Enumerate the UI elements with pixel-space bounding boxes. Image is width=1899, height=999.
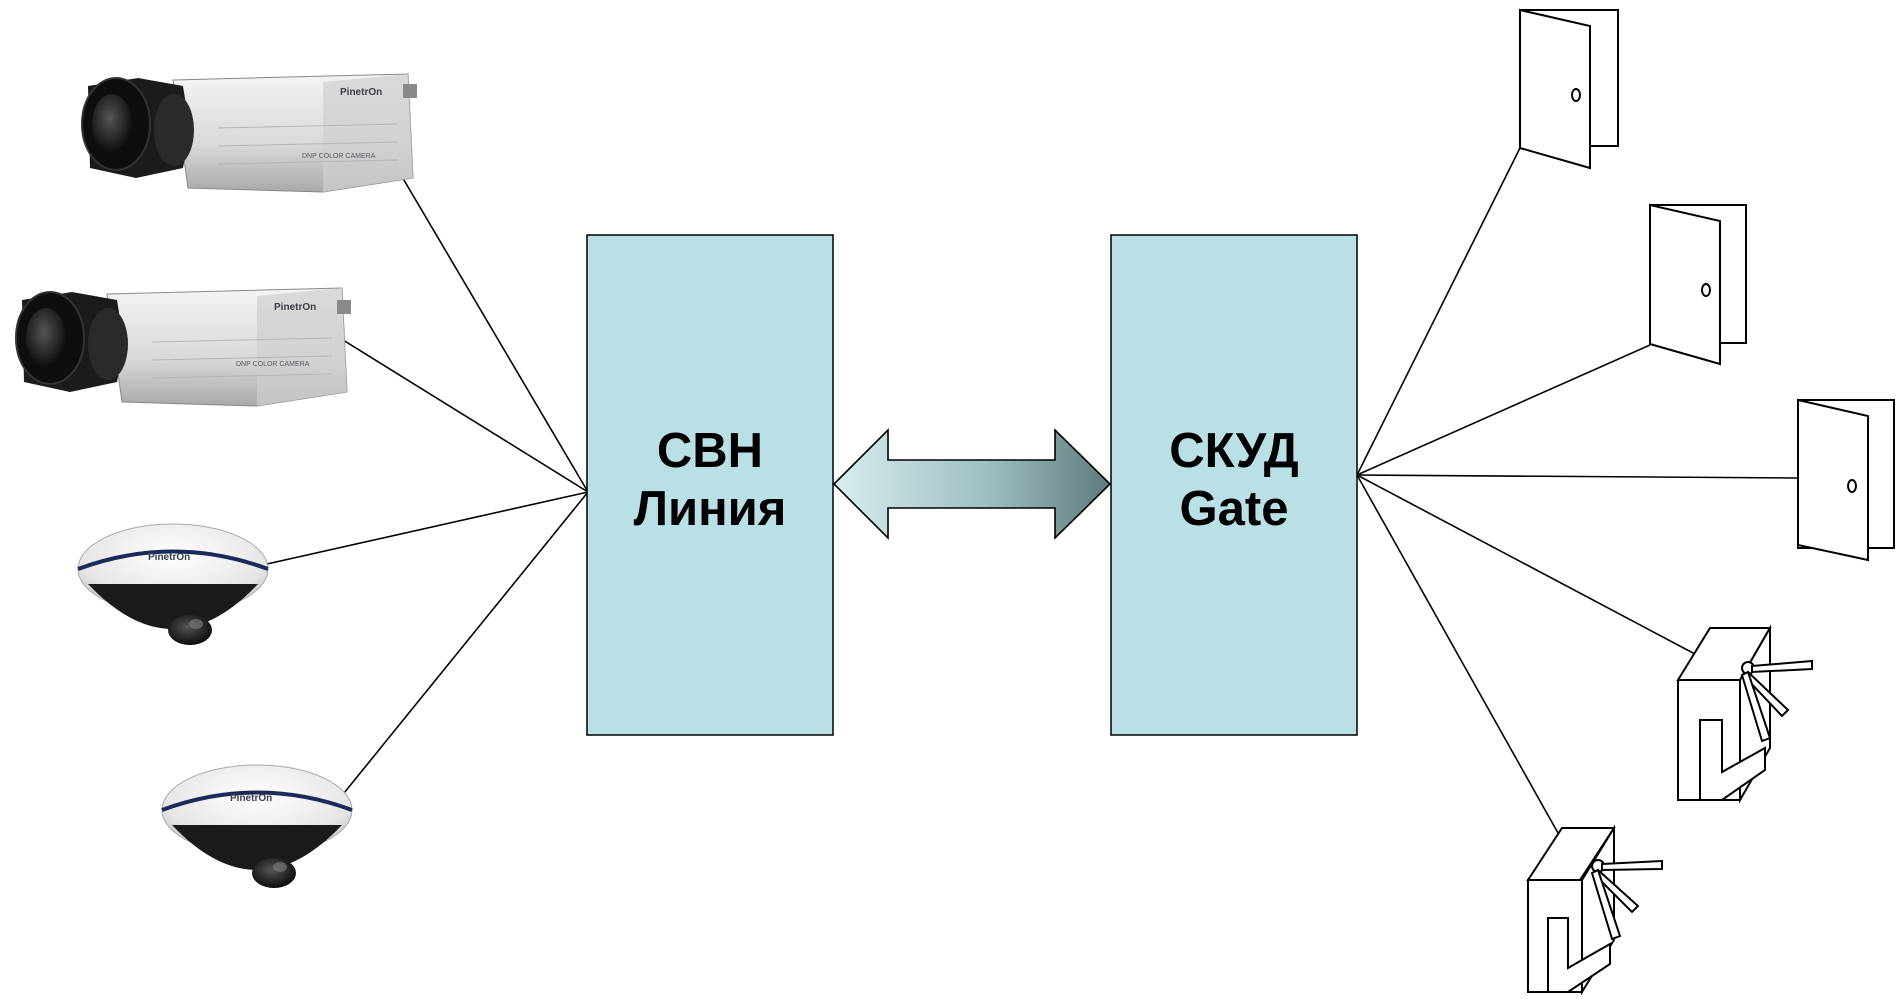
- dome-camera: PinetrOn: [77, 523, 269, 645]
- camera-brand: PinetrOn: [274, 302, 316, 313]
- skud-subtitle: Gate: [1179, 482, 1289, 536]
- svn-block: [586, 234, 834, 736]
- dome-camera: PinetrOn: [161, 764, 353, 888]
- box-camera: PinetrOn DNP COLOR CAMERA: [15, 287, 351, 407]
- connector-line: [339, 491, 589, 799]
- skud-block-label: СКУД Gate: [1111, 422, 1357, 538]
- camera-model: DNP COLOR CAMERA: [236, 361, 310, 368]
- connector-line: [1356, 474, 1799, 479]
- connector-line: [387, 152, 589, 493]
- camera-brand: PinetrOn: [340, 87, 382, 98]
- skud-block: [1110, 234, 1358, 736]
- skud-title: СКУД: [1169, 424, 1299, 478]
- svn-block-label: СВН Линия: [587, 422, 833, 538]
- box-camera: PinetrOn DNP COLOR CAMERA: [81, 73, 417, 193]
- svn-title: СВН: [656, 424, 764, 478]
- connector-line: [1356, 474, 1559, 834]
- camera-brand: PinetrOn: [148, 552, 190, 563]
- svn-subtitle: Линия: [633, 482, 787, 536]
- access-connections: [1356, 147, 1799, 834]
- camera-model: DNP COLOR CAMERA: [302, 153, 376, 160]
- camera-connections: [257, 152, 589, 799]
- bidirectional-arrow: [832, 428, 1112, 540]
- connector-line: [1356, 147, 1521, 476]
- door-icon: [1797, 398, 1895, 562]
- turnstile-icon: [1526, 824, 1663, 996]
- door-icon: [1519, 8, 1619, 170]
- connector-line: [257, 491, 589, 567]
- door-icon: [1649, 203, 1747, 366]
- camera-brand: PinetrOn: [230, 793, 272, 804]
- connector-line: [1356, 474, 1711, 663]
- connector-line: [342, 339, 589, 493]
- turnstile-icon: [1676, 624, 1813, 804]
- connector-line: [1356, 344, 1651, 476]
